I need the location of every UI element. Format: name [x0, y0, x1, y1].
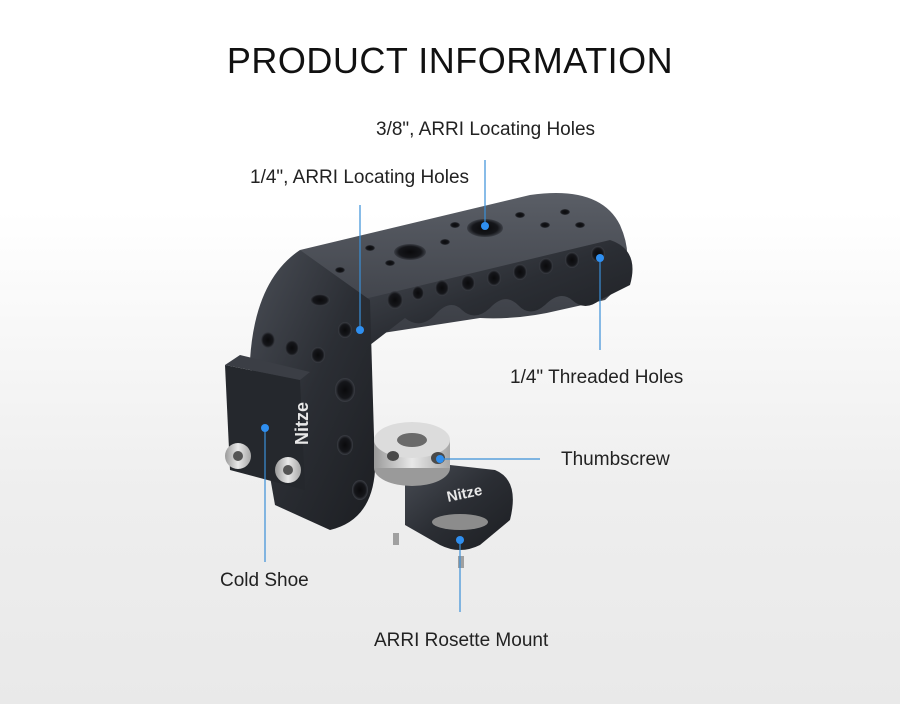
side-holes	[261, 246, 605, 500]
callout-thumbscrew: Thumbscrew	[561, 449, 670, 470]
callout-cold-shoe: Cold Shoe	[220, 570, 309, 591]
callout-threaded: 1/4" Threaded Holes	[510, 367, 684, 388]
marker-arri-14	[356, 326, 364, 334]
top-holes	[310, 209, 585, 306]
callout-rosette: ARRI Rosette Mount	[374, 630, 549, 651]
marker-thumbscrew	[436, 455, 444, 463]
brand-text-arm: Nitze	[292, 402, 312, 445]
cold-shoe-screws	[225, 443, 301, 483]
callout-arri-38: 3/8", ARRI Locating Holes	[376, 119, 596, 140]
handle-grip	[360, 240, 633, 345]
marker-rosette	[456, 536, 464, 544]
leader-lines	[264, 160, 601, 612]
thumbscrew-knob	[374, 422, 450, 486]
marker-cold-shoe	[261, 424, 269, 432]
marker-arri-38	[481, 222, 489, 230]
callout-arri-14: 1/4", ARRI Locating Holes	[250, 167, 470, 188]
marker-dots	[261, 222, 604, 544]
page-title: PRODUCT INFORMATION	[226, 40, 674, 81]
marker-threaded	[596, 254, 604, 262]
